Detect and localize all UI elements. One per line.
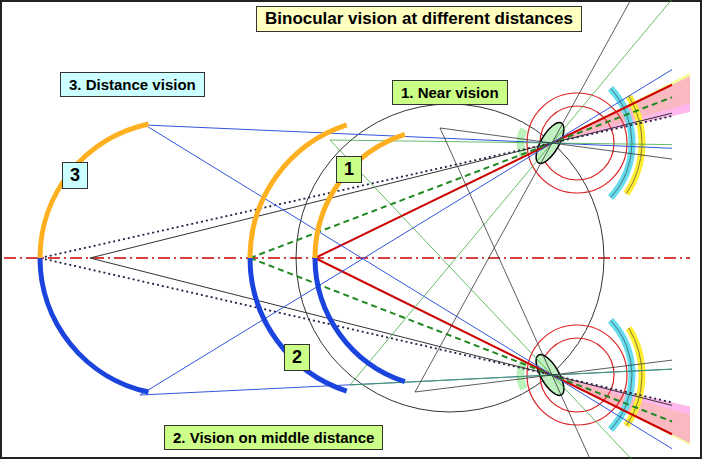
label-text: 2. Vision on middle distance <box>173 429 374 446</box>
callout-number: 1 <box>344 159 354 180</box>
label-box: 2. Vision on middle distance <box>164 425 383 450</box>
sight-line <box>90 258 672 405</box>
sight-line <box>315 258 672 434</box>
sight-lines <box>40 0 672 459</box>
retina-band-edge <box>626 96 642 194</box>
sight-line <box>250 258 672 421</box>
retina-band <box>626 328 642 426</box>
callout-box: 1 <box>336 156 362 183</box>
title-box: Binocular vision at different distances <box>256 6 582 32</box>
retina-fans <box>552 73 690 445</box>
label-text: 3. Distance vision <box>69 76 196 93</box>
sight-line <box>145 125 672 148</box>
sight-line <box>415 360 672 392</box>
retina-band <box>626 96 642 194</box>
sight-line <box>440 128 672 459</box>
cornea-segment <box>521 361 524 389</box>
sight-line <box>40 258 672 402</box>
sight-line <box>145 125 672 449</box>
sight-line <box>90 113 672 258</box>
title-text: Binocular vision at different distances <box>265 9 573 29</box>
label-box: 3. Distance vision <box>60 72 205 97</box>
sight-line <box>250 97 672 258</box>
orange-arc <box>40 124 149 258</box>
blue-arc <box>40 258 149 392</box>
sight-line <box>440 128 672 159</box>
sight-line <box>140 369 672 395</box>
fixation-arcs <box>40 124 405 392</box>
sight-line <box>140 70 672 395</box>
callout-number: 3 <box>70 165 80 186</box>
callout-number: 2 <box>292 347 302 368</box>
label-box: 1. Near vision <box>392 80 508 105</box>
callout-box: 2 <box>284 344 310 371</box>
callout-box: 3 <box>62 162 88 189</box>
sight-line <box>330 140 672 459</box>
retina-band-edge <box>626 328 642 426</box>
mid-axis <box>4 257 690 259</box>
blue-arc <box>315 258 405 382</box>
sight-line <box>415 0 672 392</box>
eyes <box>521 88 642 429</box>
sight-line <box>315 85 672 258</box>
label-text: 1. Near vision <box>401 84 499 101</box>
sight-line <box>40 116 672 258</box>
sight-line <box>350 0 672 385</box>
orange-arc <box>315 134 405 258</box>
